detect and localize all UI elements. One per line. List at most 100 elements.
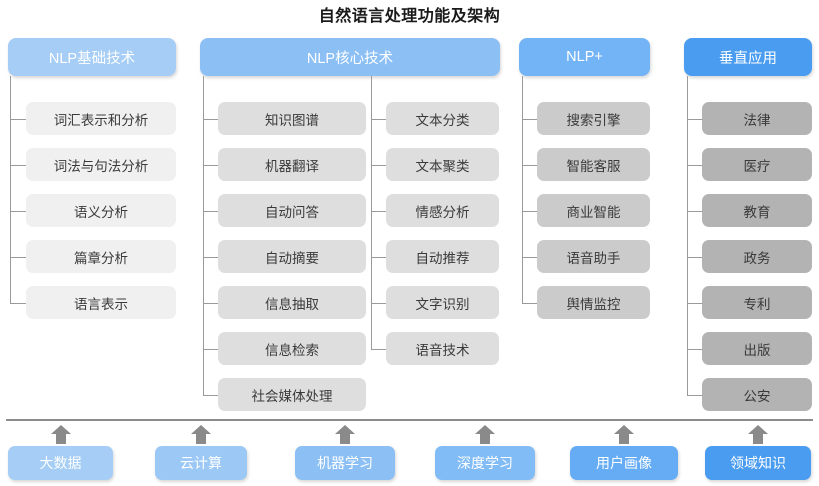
leaf-box[interactable]: 社会媒体处理 (218, 378, 366, 411)
leaf-label: 语音助手 (566, 250, 621, 266)
leaf-label: 法律 (743, 112, 771, 128)
leaf-label: 智能客服 (566, 158, 621, 174)
column-header-label: NLP基础技术 (48, 50, 136, 67)
connector-stub (687, 210, 702, 212)
arrow-up-icon (747, 424, 769, 446)
leaf-label: 情感分析 (415, 204, 470, 220)
leaf-label: 医疗 (743, 158, 771, 174)
leaf-label: 词汇表示和分析 (53, 112, 149, 128)
connector-stub (687, 302, 702, 304)
leaf-label: 专利 (743, 296, 771, 312)
leaf-box[interactable]: 出版 (702, 332, 812, 365)
connector-stub (371, 348, 386, 350)
connector-stub (687, 348, 702, 350)
leaf-box[interactable]: 语音技术 (386, 332, 499, 365)
connector-stub (522, 164, 537, 166)
connector-stub (203, 164, 218, 166)
connector-stub (522, 210, 537, 212)
leaf-box[interactable]: 教育 (702, 194, 812, 227)
leaf-box[interactable]: 篇章分析 (26, 240, 176, 273)
leaf-box[interactable]: 语言表示 (26, 286, 176, 319)
leaf-box[interactable]: 信息检索 (218, 332, 366, 365)
leaf-box[interactable]: 语义分析 (26, 194, 176, 227)
leaf-label: 搜索引擎 (566, 112, 621, 128)
foundation-box[interactable]: 用户画像 (570, 446, 678, 480)
connector-stub (522, 118, 537, 120)
leaf-box[interactable]: 公安 (702, 378, 812, 411)
leaf-label: 语义分析 (74, 204, 128, 220)
column-header-nlp-plus[interactable]: NLP+ (519, 38, 650, 76)
leaf-label: 自动问答 (265, 204, 319, 220)
leaf-label: 信息检索 (265, 342, 319, 358)
leaf-box[interactable]: 法律 (702, 102, 812, 135)
leaf-box[interactable]: 智能客服 (537, 148, 650, 181)
foundation-box[interactable]: 机器学习 (295, 446, 395, 480)
column-header-nlp-core[interactable]: NLP核心技术 (200, 38, 500, 76)
foundation-label: 大数据 (39, 455, 82, 471)
leaf-box[interactable]: 机器翻译 (218, 148, 366, 181)
column-header-label: NLP核心技术 (306, 50, 394, 67)
leaf-box[interactable]: 文本聚类 (386, 148, 499, 181)
leaf-label: 出版 (743, 342, 771, 358)
foundation-label: 机器学习 (317, 455, 373, 471)
connector-stub (203, 394, 218, 396)
leaf-box[interactable]: 语音助手 (537, 240, 650, 273)
leaf-label: 语音技术 (415, 342, 470, 358)
foundation-box[interactable]: 领域知识 (705, 446, 811, 480)
connector-stub (203, 348, 218, 350)
foundation-box[interactable]: 云计算 (155, 446, 247, 480)
connector-stub (371, 210, 386, 212)
leaf-label: 篇章分析 (74, 250, 128, 266)
foundation-label: 云计算 (180, 455, 222, 471)
foundation-box[interactable]: 大数据 (8, 446, 113, 480)
foundation-separator (6, 419, 813, 421)
leaf-label: 语言表示 (74, 296, 128, 312)
leaf-label: 机器翻译 (265, 158, 319, 174)
leaf-label: 舆情监控 (566, 296, 621, 312)
leaf-box[interactable]: 信息抽取 (218, 286, 366, 319)
column-header-label: NLP+ (566, 49, 603, 65)
leaf-box[interactable]: 知识图谱 (218, 102, 366, 135)
leaf-label: 文字识别 (415, 296, 470, 312)
connector-stub (371, 118, 386, 120)
leaf-label: 政务 (743, 250, 771, 266)
leaf-box[interactable]: 商业智能 (537, 194, 650, 227)
leaf-box[interactable]: 文字识别 (386, 286, 499, 319)
leaf-box[interactable]: 自动摘要 (218, 240, 366, 273)
leaf-label: 文本分类 (415, 112, 470, 128)
connector-stub (203, 118, 218, 120)
leaf-box[interactable]: 搜索引擎 (537, 102, 650, 135)
column-header-vertical-apps[interactable]: 垂直应用 (684, 38, 812, 76)
connector-stub (371, 302, 386, 304)
leaf-box[interactable]: 专利 (702, 286, 812, 319)
connector-stub (687, 394, 702, 396)
connector-stub (522, 256, 537, 258)
leaf-box[interactable]: 舆情监控 (537, 286, 650, 319)
leaf-label: 商业智能 (566, 204, 621, 220)
page-title: 自然语言处理功能及架构 (318, 8, 501, 25)
leaf-label: 自动推荐 (415, 250, 470, 266)
connector-spine-nlp-core-1 (371, 76, 372, 349)
leaf-label: 自动摘要 (265, 250, 319, 266)
connector-stub (10, 302, 26, 304)
leaf-box[interactable]: 政务 (702, 240, 812, 273)
leaf-box[interactable]: 词汇表示和分析 (26, 102, 176, 135)
leaf-box[interactable]: 医疗 (702, 148, 812, 181)
leaf-box[interactable]: 自动推荐 (386, 240, 499, 273)
column-header-label: 垂直应用 (719, 50, 777, 67)
connector-stub (687, 256, 702, 258)
column-header-nlp-base[interactable]: NLP基础技术 (8, 38, 176, 76)
leaf-label: 文本聚类 (415, 158, 470, 174)
arrow-up-icon (334, 424, 356, 446)
leaf-box[interactable]: 文本分类 (386, 102, 499, 135)
connector-stub (10, 256, 26, 258)
leaf-box[interactable]: 情感分析 (386, 194, 499, 227)
leaf-box[interactable]: 词法与句法分析 (26, 148, 176, 181)
arrow-up-icon (474, 424, 496, 446)
leaf-box[interactable]: 自动问答 (218, 194, 366, 227)
foundation-label: 用户画像 (596, 455, 652, 471)
connector-stub (10, 210, 26, 212)
connector-stub (687, 118, 702, 120)
connector-spine-nlp-base-0 (10, 76, 11, 303)
foundation-box[interactable]: 深度学习 (435, 446, 535, 480)
